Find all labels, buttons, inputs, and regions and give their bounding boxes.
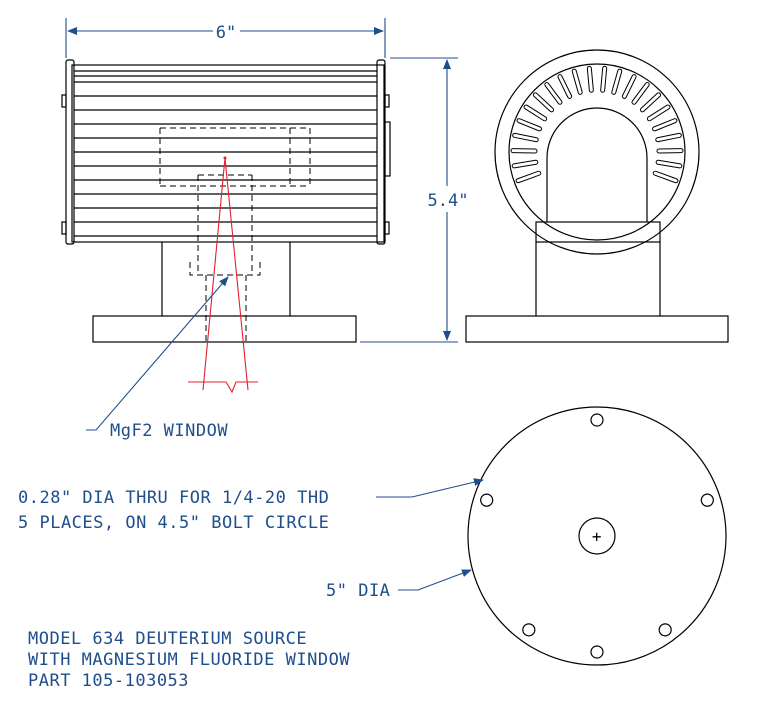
hole-callout: 0.28" DIA THRU FOR 1/4-20 THD 5 PLACES, … <box>18 478 484 533</box>
width-label: 6" <box>216 23 236 43</box>
front-housing <box>71 64 385 243</box>
fin-slot-inner <box>601 66 607 92</box>
fin-slot-inner <box>533 93 554 112</box>
bolt-hole <box>700 493 714 507</box>
front-view <box>61 59 391 394</box>
bolt-holes <box>480 413 714 659</box>
diameter-callout: 5" DIA <box>326 569 472 601</box>
window-callout: MgF2 WINDOW <box>86 276 229 441</box>
center-hole <box>578 517 616 555</box>
left-knob-bottom <box>61 221 67 235</box>
height-label: 5.4" <box>428 191 469 211</box>
bolt-hole <box>590 645 604 659</box>
fin-slots <box>510 65 684 184</box>
right-knob-bottom <box>384 221 390 235</box>
bolt-hole <box>480 493 494 507</box>
fin-slot-inner <box>622 75 636 98</box>
fin-slot-inner <box>647 105 670 121</box>
side-mount-block <box>535 221 661 243</box>
width-dimension: 6" <box>65 18 386 58</box>
fin-slot-inner <box>516 171 541 183</box>
title-line2: WITH MAGNESIUM FLUORIDE WINDOW <box>28 650 350 670</box>
fin-slot-inner <box>572 69 582 94</box>
fin-slot-inner <box>512 160 538 168</box>
fin-slot-inner <box>612 69 622 94</box>
fin-slot-inner <box>656 133 681 142</box>
side-view <box>465 49 729 343</box>
bottom-view: + <box>467 406 727 666</box>
hidden-lamp <box>159 127 311 342</box>
title-block: MODEL 634 DEUTERIUM SOURCE WITH MAGNESIU… <box>28 629 350 691</box>
side-base-plate <box>465 315 729 343</box>
right-knob-top <box>384 94 390 108</box>
fin-slot-inner <box>653 119 677 131</box>
side-housing-ring <box>494 49 700 255</box>
fin-slot-inner <box>545 83 562 104</box>
fin-slot-inner <box>632 83 649 104</box>
fin-slot-inner <box>558 75 572 98</box>
optical-path <box>188 156 258 394</box>
fin-slot-inner <box>587 66 593 92</box>
cooling-fins <box>74 70 377 237</box>
diameter-label: 5" DIA <box>326 581 390 601</box>
base-circle <box>467 406 727 666</box>
fin-slot-inner <box>513 133 538 142</box>
left-flange <box>65 59 75 245</box>
lamp-opening <box>546 107 648 222</box>
fin-slot-inner <box>653 171 678 183</box>
right-connector <box>384 121 391 177</box>
center-mark: + <box>592 527 602 546</box>
side-stand <box>535 242 661 316</box>
title-line3: PART 105-103053 <box>28 671 189 691</box>
bolt-hole <box>522 623 536 637</box>
window-label: MgF2 WINDOW <box>110 421 228 441</box>
fin-slot-inner <box>656 160 682 168</box>
bolt-hole <box>590 413 604 427</box>
left-knob-top <box>61 94 67 108</box>
front-base-plate <box>92 315 357 343</box>
hole-label-line1: 0.28" DIA THRU FOR 1/4-20 THD <box>18 488 329 508</box>
fin-slot-inner <box>517 119 541 131</box>
side-inner-ring <box>508 63 686 241</box>
bolt-hole <box>658 623 672 637</box>
fin-slot-inner <box>524 105 547 121</box>
title-line1: MODEL 634 DEUTERIUM SOURCE <box>28 629 307 649</box>
height-dimension: 5.4" <box>360 57 469 343</box>
hole-label-line2: 5 PLACES, ON 4.5" BOLT CIRCLE <box>18 513 329 533</box>
fin-slot-inner <box>640 93 661 112</box>
front-stand <box>161 242 291 316</box>
